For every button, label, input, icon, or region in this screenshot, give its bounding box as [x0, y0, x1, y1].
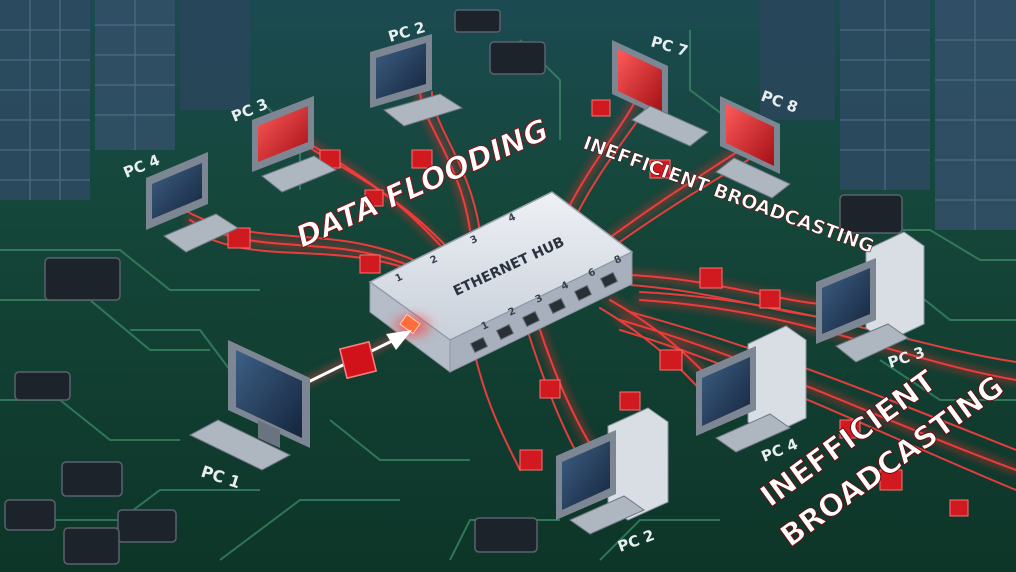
pc-right-a — [816, 231, 925, 363]
pc-top-left-b — [252, 96, 338, 193]
hub-back-port-label-2: 2 — [429, 254, 440, 267]
sender-pc — [188, 340, 310, 471]
server-racks — [0, 0, 1016, 230]
pc-right-b — [696, 325, 807, 453]
pc-top-right-e — [715, 96, 791, 199]
hub-front-port-label-2: 2 — [507, 306, 518, 319]
hub-back-port-label-1: 1 — [394, 272, 405, 285]
hub-front-port-label-3: 3 — [534, 293, 545, 306]
hub-front-port-label-6: 6 — [587, 267, 598, 280]
hub-front-port-label-1: 1 — [480, 320, 491, 333]
pc-top-right-d — [612, 40, 709, 147]
pc-top-left-a — [370, 34, 464, 127]
pc-top-left-c — [146, 152, 240, 253]
hub-front-port-label-4: 4 — [560, 280, 571, 293]
hub-back-port-label-3: 3 — [469, 234, 480, 247]
data-packets — [227, 99, 969, 517]
pc-bottom — [556, 407, 669, 535]
hub-back-port-label-4: 4 — [507, 212, 518, 225]
ethernet-hub — [368, 191, 634, 373]
board-chips — [4, 9, 903, 565]
hub-front-port-label-8: 8 — [613, 254, 624, 267]
